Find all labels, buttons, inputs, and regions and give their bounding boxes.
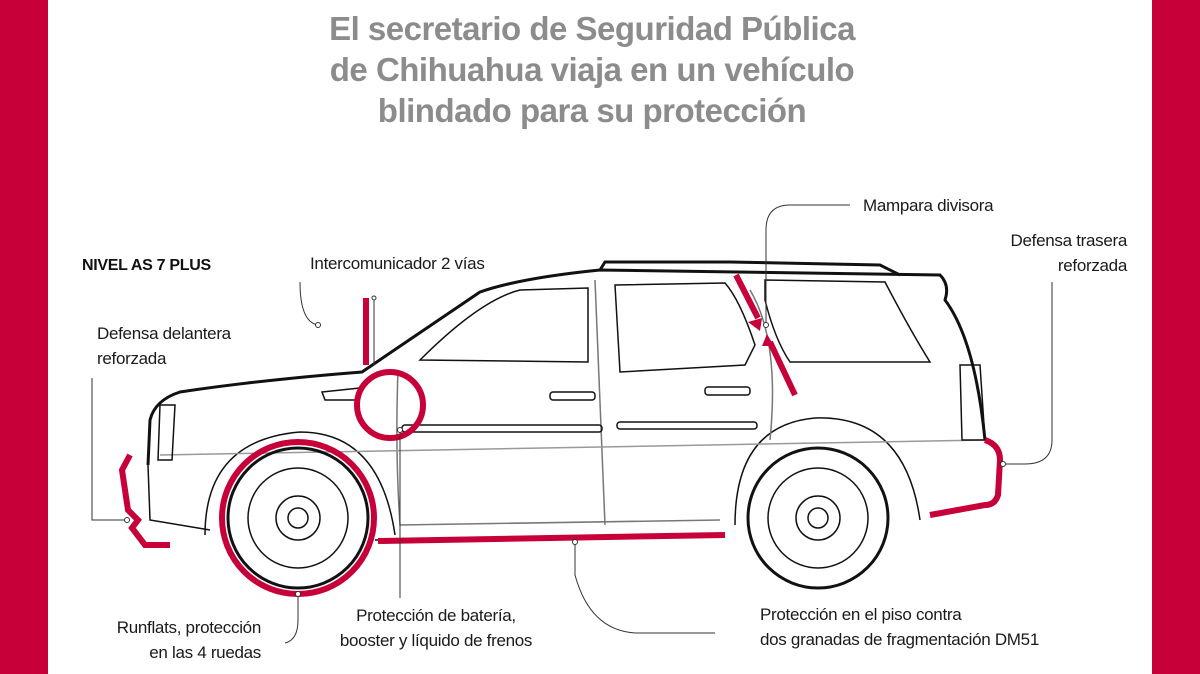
car-body <box>146 260 987 541</box>
floor-protection-label: Protección en el piso contra dos granada… <box>760 602 1039 652</box>
partition-label: Mampara divisora <box>863 196 994 215</box>
label-line: en las 4 ruedas <box>149 643 261 662</box>
label-line: reforzada <box>97 349 167 368</box>
title-line: blindado para su protección <box>377 92 807 129</box>
wheels <box>226 446 890 590</box>
front-bumper-label: Defensa delantera reforzada <box>97 321 231 371</box>
arrowheads <box>748 318 774 346</box>
label-line: Runflats, protección <box>116 618 262 637</box>
battery-label: Protección de batería, booster y líquido… <box>330 603 542 653</box>
label-line: Protección de batería, <box>356 606 516 625</box>
rear-bumper-label: Defensa trasera reforzada <box>1010 228 1128 278</box>
label-line: Protección en el piso contra <box>760 605 962 624</box>
armor-level-label: NIVEL AS 7 PLUS <box>82 257 211 274</box>
right-accent-bar <box>1152 0 1200 674</box>
title-line: de Chihuahua viaja en un vehículo <box>329 51 855 88</box>
label-line: dos granadas de fragmentación DM51 <box>760 630 1039 649</box>
page-title: El secretario de Seguridad Pública de Ch… <box>250 8 934 131</box>
title-line: El secretario de Seguridad Pública <box>329 10 855 47</box>
leader-dots <box>124 295 1006 597</box>
armor-highlights <box>118 273 1004 597</box>
left-accent-bar <box>0 0 48 674</box>
intercom-label: Intercomunicador 2 vías <box>310 254 485 273</box>
leader-lines <box>91 204 1053 644</box>
label-line: Defensa trasera <box>1010 231 1128 250</box>
label-line: booster y líquido de frenos <box>339 631 533 650</box>
label-line: reforzada <box>1057 256 1127 275</box>
label-line: Defensa delantera <box>97 324 231 343</box>
runflats-label: Runflats, protección en las 4 ruedas <box>116 615 262 665</box>
